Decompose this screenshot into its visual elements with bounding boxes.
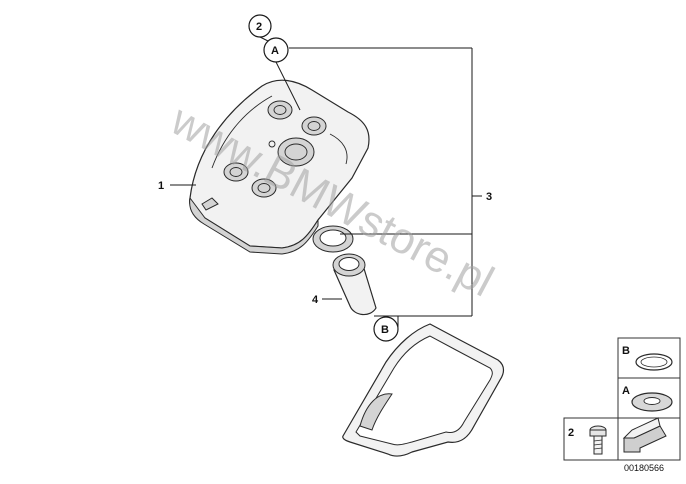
callout-part-3-text: 3 bbox=[486, 191, 492, 203]
callout-part-2-text: 2 bbox=[256, 21, 262, 33]
callout-part-2: 2 bbox=[248, 14, 272, 38]
callout-part-1: 1 bbox=[158, 180, 164, 192]
callout-ref-a-text: A bbox=[271, 45, 279, 57]
callout-part-3: 3 bbox=[486, 191, 492, 203]
legend-item-b-label: B bbox=[622, 345, 630, 357]
cover-gasket bbox=[342, 323, 505, 457]
legend-item-2-label: 2 bbox=[568, 427, 574, 439]
guide-tube bbox=[332, 253, 377, 316]
callout-part-4: 4 bbox=[312, 294, 319, 306]
bolt-icon bbox=[589, 425, 607, 455]
sealing-ring bbox=[312, 225, 354, 253]
tightening-arrow-icon bbox=[622, 417, 667, 453]
callout-ref-b-text: B bbox=[381, 324, 389, 336]
legend-item-a: A bbox=[622, 385, 673, 412]
callout-part-1-text: 1 bbox=[158, 180, 164, 192]
callout-part-4-text: 4 bbox=[312, 294, 319, 306]
legend-item-a-label: A bbox=[622, 385, 630, 397]
leader-lines bbox=[170, 36, 482, 328]
reference-number: 00180566 bbox=[624, 463, 664, 473]
cylinder-head-cover bbox=[189, 79, 370, 255]
callout-ref-a: A bbox=[263, 37, 289, 63]
legend-panel: B A 2 bbox=[563, 337, 681, 461]
legend-item-b: B bbox=[622, 345, 673, 371]
legend-item-2: 2 bbox=[568, 417, 667, 455]
callout-ref-b: B bbox=[373, 316, 399, 342]
